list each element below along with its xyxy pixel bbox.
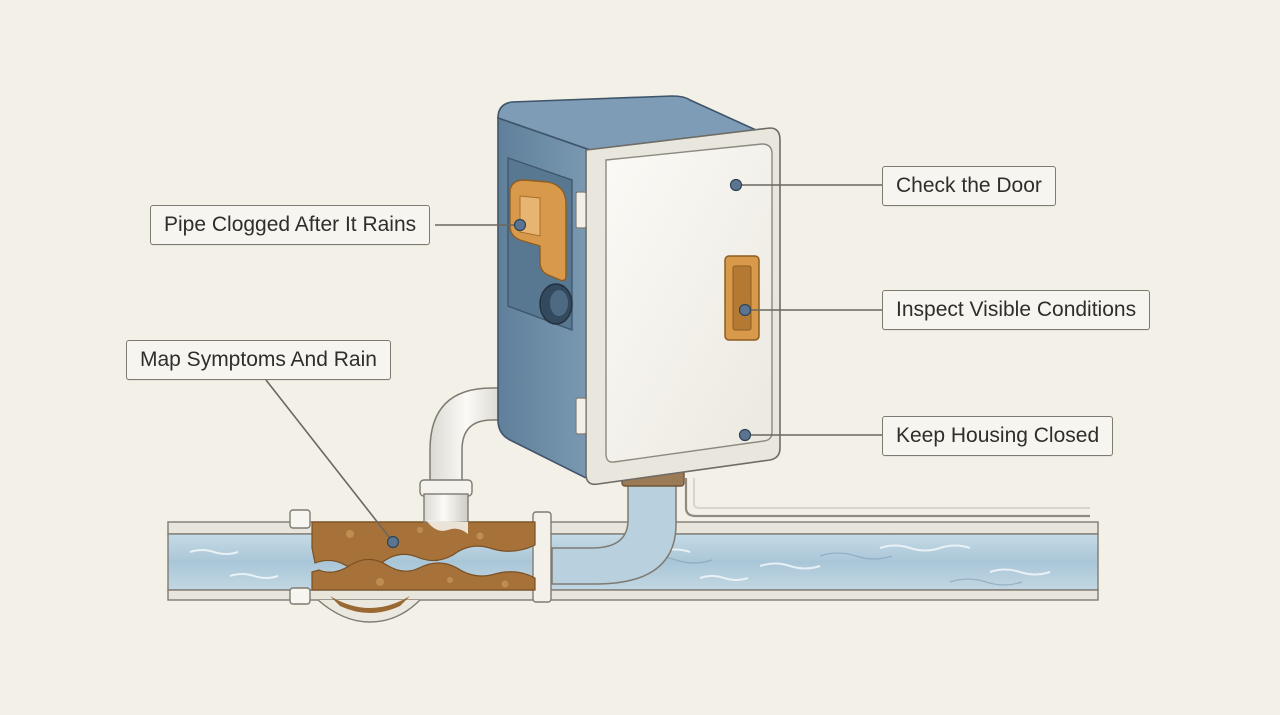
- handle-marker-dot: [738, 303, 752, 317]
- callout-inspect-conditions: Inspect Visible Conditions: [882, 290, 1151, 330]
- callout-check-door: Check the Door: [882, 166, 1056, 206]
- housing-marker-dot: [738, 428, 752, 442]
- sludge-blockage: [311, 521, 536, 613]
- callout-pipe-clogged: Pipe Clogged After It Rains: [150, 205, 431, 245]
- door-marker-dot: [729, 178, 743, 192]
- callout-keep-housing-closed: Keep Housing Closed: [882, 416, 1114, 456]
- side-latch-marker-dot: [513, 218, 527, 232]
- leader-lines: [265, 184, 882, 543]
- callout-map-symptoms: Map Symptoms And Rain: [126, 340, 391, 380]
- utility-housing: [497, 95, 781, 486]
- blockage-marker-dot: [386, 535, 400, 549]
